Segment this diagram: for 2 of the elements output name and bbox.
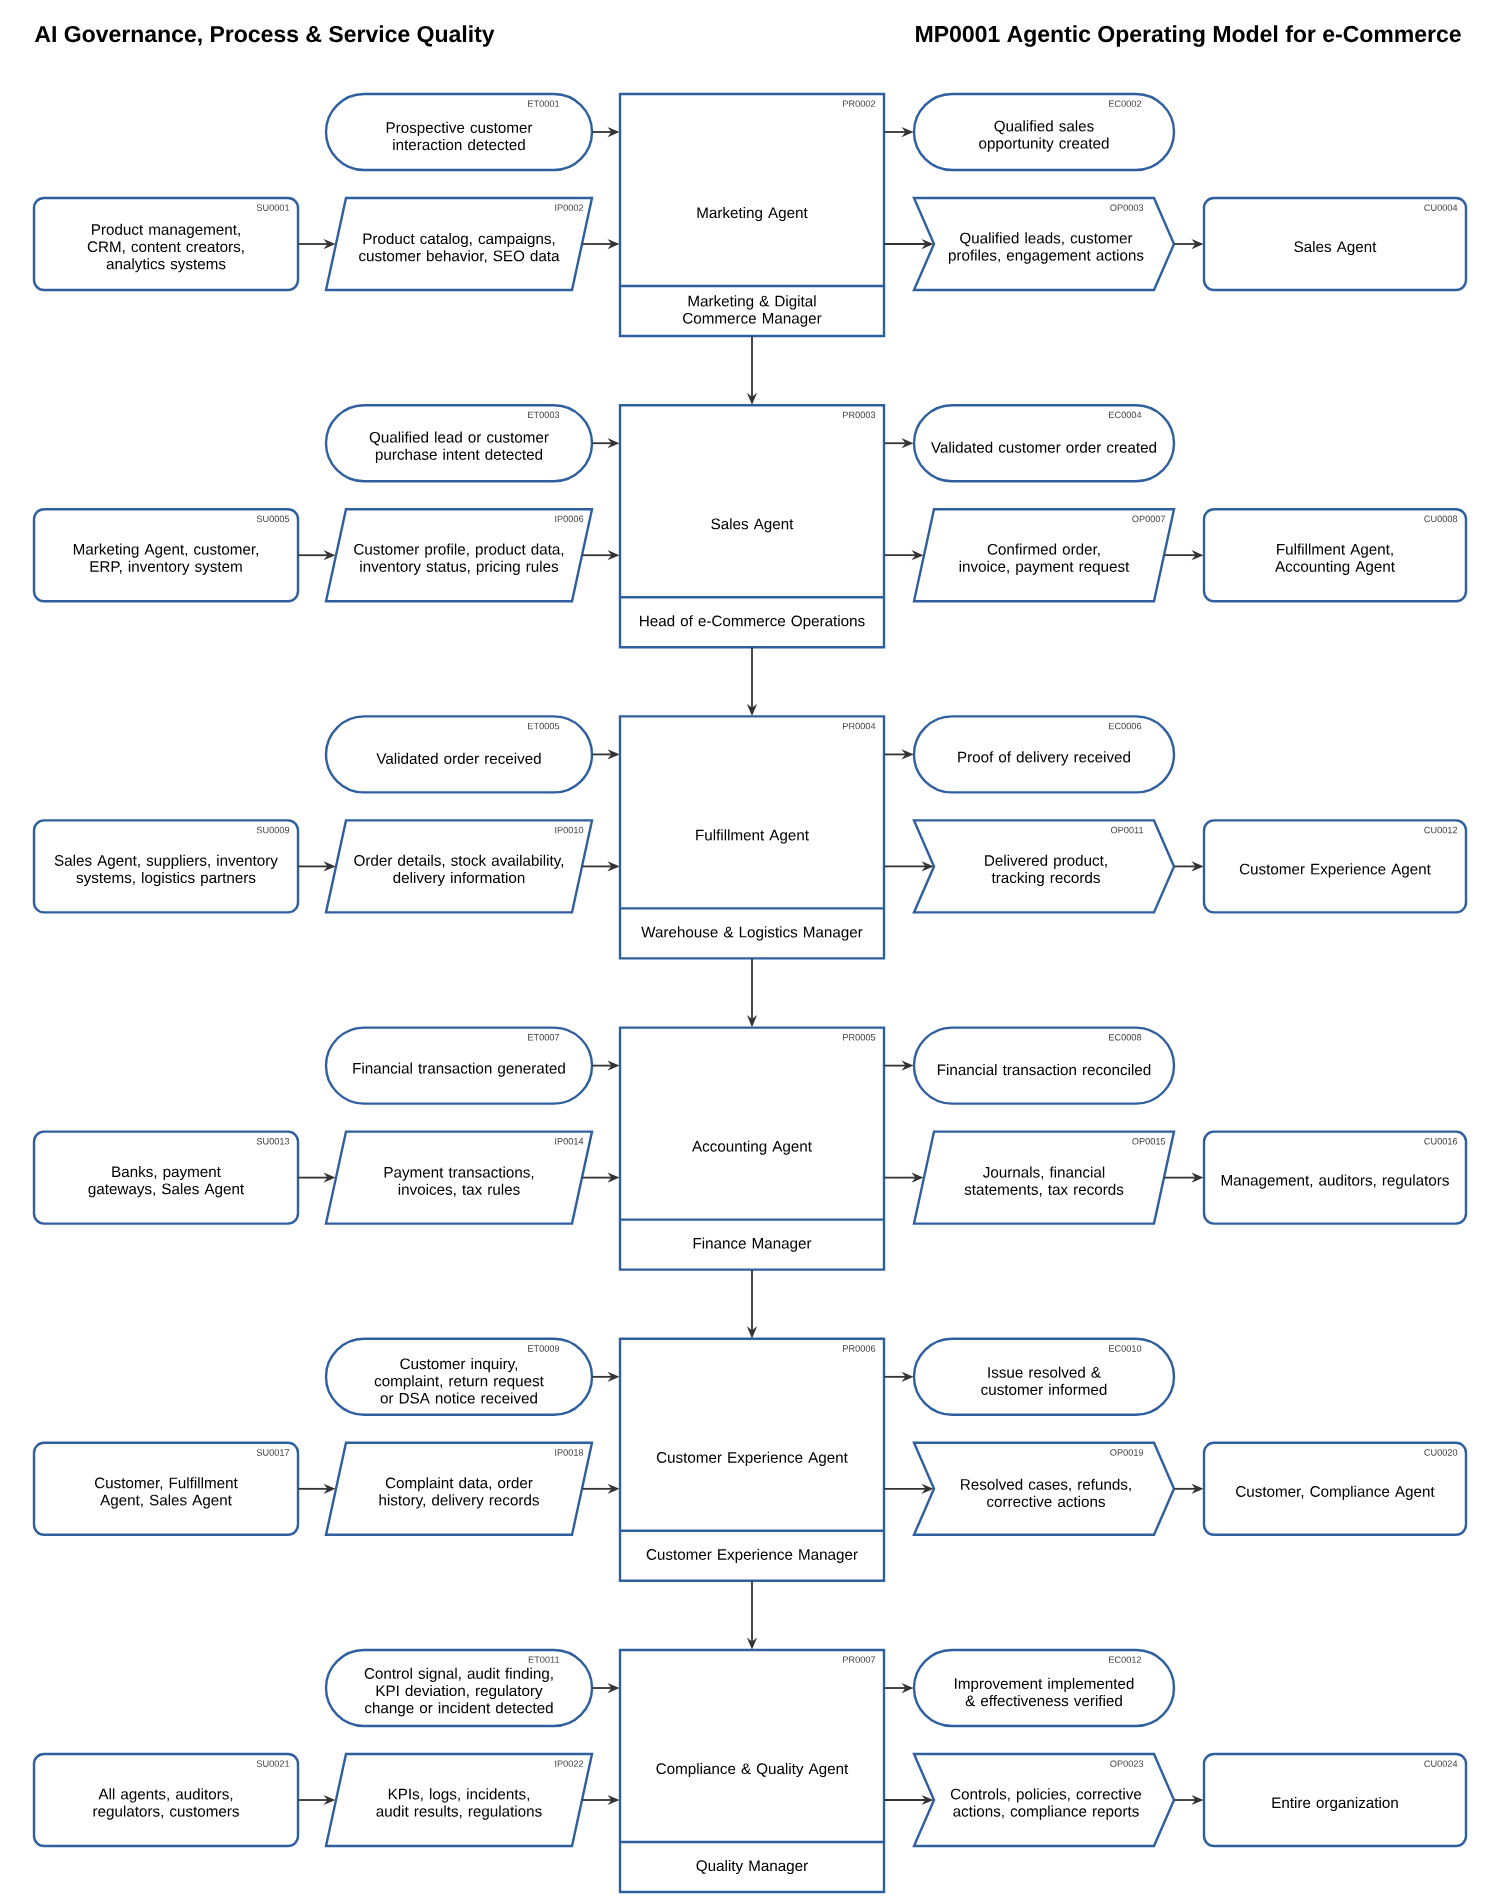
heading: MP0001 Agentic Operating Model for e-Commerce xyxy=(916,25,1461,47)
title: AI Governance, Process & Service Quality xyxy=(34,25,495,47)
